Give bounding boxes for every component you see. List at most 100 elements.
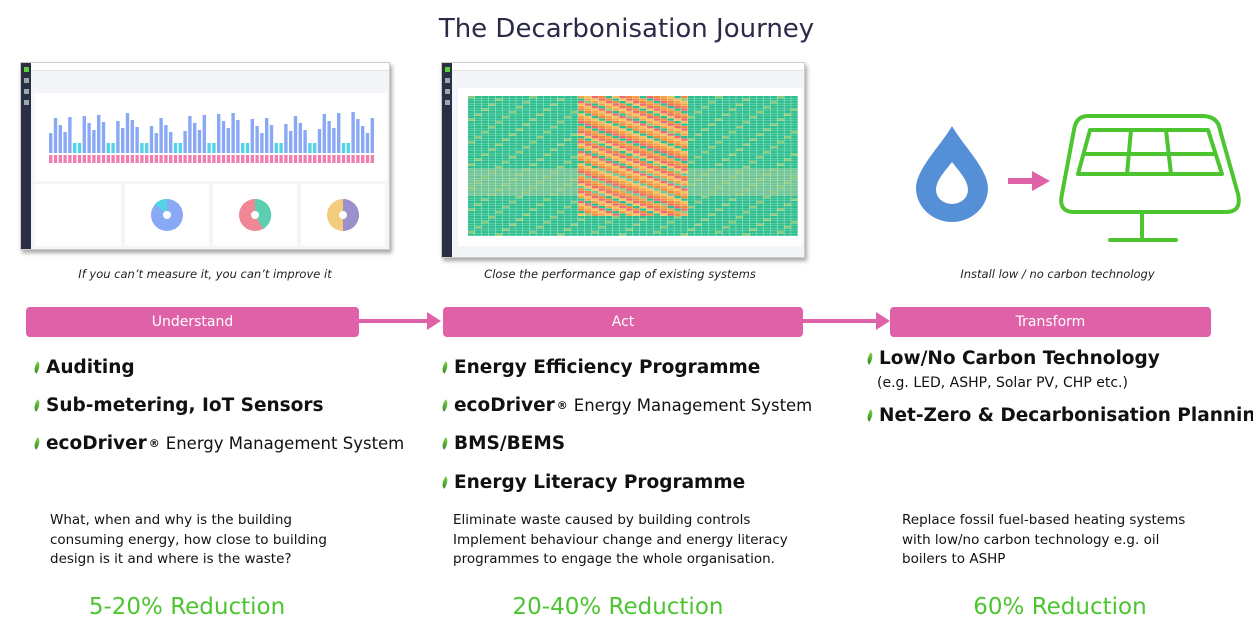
heatmap-cell — [543, 151, 551, 154]
heatmap-cell — [543, 223, 551, 226]
thumbnail-bar — [212, 143, 216, 153]
heatmap-cell — [729, 158, 736, 161]
heatmap-cell — [584, 101, 592, 104]
heatmap-cell — [784, 96, 791, 99]
heatmap-cell — [667, 156, 674, 159]
heatmap-cell — [529, 161, 537, 164]
heatmap-cell — [488, 186, 496, 189]
heatmap-cell — [729, 231, 736, 234]
heatmap-cell — [536, 176, 544, 179]
heatmap-cell — [619, 116, 626, 119]
heatmap-cell — [584, 106, 592, 109]
heatmap-cell — [626, 106, 633, 109]
heatmap-cell — [550, 223, 558, 226]
heatmap-cell — [681, 113, 688, 116]
heatmap-cell — [543, 158, 551, 161]
heatmap-cell — [578, 116, 585, 119]
heatmap-cell — [784, 206, 791, 209]
heatmap-cell — [474, 226, 482, 229]
heatmap-cell — [474, 213, 482, 216]
heatmap-cell — [715, 196, 723, 199]
heatmap-cell — [598, 141, 606, 144]
heatmap-cell — [777, 133, 784, 136]
heatmap-cell — [488, 141, 496, 144]
heatmap-cell — [784, 146, 791, 149]
heatmap-cell — [633, 231, 640, 234]
heatmap-cell — [591, 148, 599, 151]
heatmap-cell — [626, 221, 633, 224]
heatmap-cell — [681, 226, 688, 229]
heatmap-cell — [694, 151, 702, 154]
heatmap-cell — [578, 188, 585, 191]
heatmap-cell — [474, 223, 482, 226]
heatmap-cell — [743, 118, 750, 121]
heatmap-cell — [529, 168, 537, 171]
heatmap-cell — [639, 181, 647, 184]
heatmap-cell — [736, 233, 743, 236]
heatmap-cell — [743, 191, 750, 194]
thumbnail-bar — [255, 126, 259, 153]
heatmap-cell — [523, 136, 530, 139]
heatmap-cell — [756, 106, 764, 109]
heatmap-cell — [529, 213, 537, 216]
heatmap-cell — [543, 161, 551, 164]
heatmap-cell — [770, 138, 778, 141]
heatmap-cell — [536, 108, 544, 111]
heatmap-cell — [667, 123, 674, 126]
heatmap-cell — [605, 173, 613, 176]
heatmap-cell — [564, 218, 571, 221]
heatmap-cell — [626, 233, 633, 236]
heatmap-cell — [481, 113, 489, 116]
heatmap-cell — [639, 176, 647, 179]
heatmap-cell — [639, 186, 647, 189]
heatmap-cell — [674, 216, 681, 219]
heatmap-cell — [777, 213, 784, 216]
heatmap-cell — [694, 103, 702, 106]
heatmap-cell — [626, 168, 633, 171]
heatmap-cell — [722, 171, 729, 174]
heatmap-cell — [674, 106, 681, 109]
heatmap-cell — [756, 101, 764, 104]
heatmap-cell — [681, 188, 688, 191]
heatmap-cell — [626, 158, 633, 161]
thumbnail-bar — [279, 155, 283, 163]
heatmap-cell — [502, 203, 509, 206]
heatmap-cell — [571, 146, 578, 149]
heatmap-cell — [715, 146, 723, 149]
heatmap-cell — [667, 161, 674, 164]
heatmap-cell — [502, 186, 509, 189]
heatmap-cell — [784, 106, 791, 109]
heatmap-cell — [502, 156, 509, 159]
heatmap-cell — [791, 216, 798, 219]
heatmap-cell — [715, 123, 723, 126]
heatmap-cell — [488, 218, 496, 221]
heatmap-cell — [536, 211, 544, 214]
heatmap-cell — [619, 176, 626, 179]
heatmap-cell — [488, 228, 496, 231]
heatmap-cell — [777, 163, 784, 166]
thumbnail-bar — [293, 155, 298, 163]
heatmap-cell — [488, 231, 496, 234]
heatmap-cell — [633, 218, 640, 221]
heatmap-cell — [543, 178, 551, 181]
heatmap-cell — [749, 141, 757, 144]
heatmap-cell — [708, 221, 716, 224]
heatmap-cell — [578, 103, 585, 106]
heatmap-cell — [756, 153, 764, 156]
heatmap-cell — [729, 211, 736, 214]
heatmap-cell — [715, 133, 723, 136]
heatmap-cell — [791, 128, 798, 131]
heatmap-cell — [516, 103, 523, 106]
heatmap-cell — [674, 211, 681, 214]
heatmap-cell — [578, 221, 585, 224]
bullet-item: ecoDriver®Energy Management System — [31, 433, 404, 454]
heatmap-cell — [495, 136, 503, 139]
heatmap-cell — [701, 171, 709, 174]
heatmap-cell — [770, 206, 778, 209]
heatmap-cell — [578, 156, 585, 159]
heatmap-cell — [784, 151, 791, 154]
heatmap-cell — [660, 126, 668, 129]
heatmap-cell — [536, 173, 544, 176]
heatmap-cell — [543, 196, 551, 199]
heatmap-cell — [578, 228, 585, 231]
